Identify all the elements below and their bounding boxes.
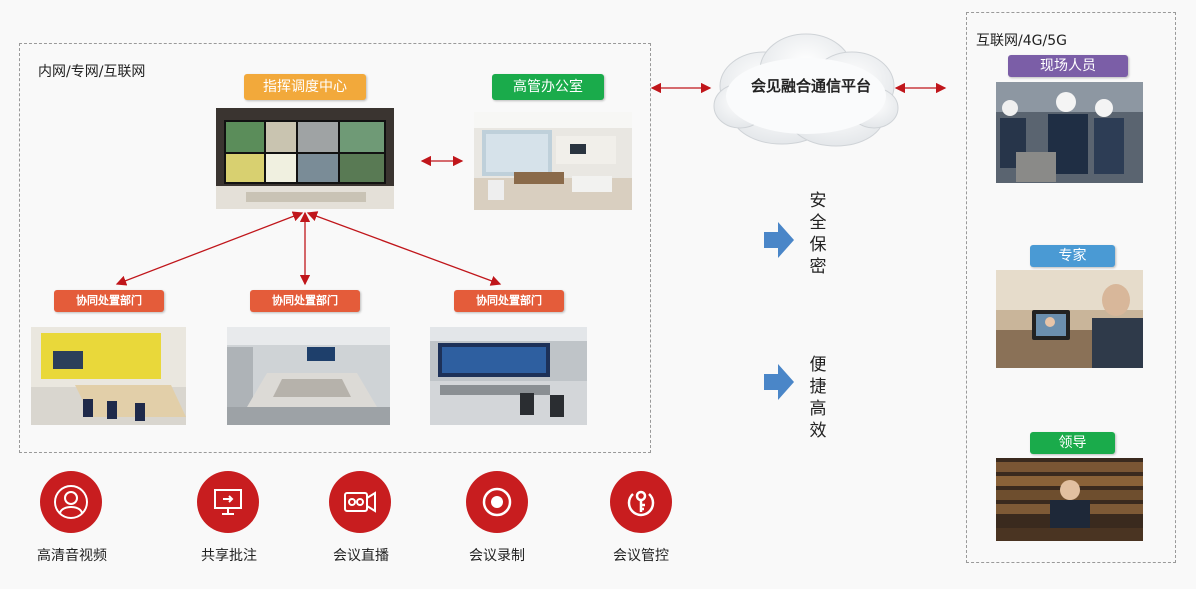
blue-arrow-icon [764,364,794,400]
benefit-security-text: 安全保密 [809,191,827,277]
department-tag-2: 协同处置部门 [250,290,360,312]
benefit-efficiency-text: 便捷高效 [809,355,827,441]
share-annotate-label: 共享批注 [201,548,257,564]
record-icon [482,487,512,517]
cloud-label: 会见融合通信平台 [750,77,871,95]
control-key-icon [627,490,655,517]
department-photo-3 [430,327,587,425]
department-photo-2 [227,327,390,425]
live-camera-icon [344,491,376,513]
hd-av-label: 高清音视频 [37,548,107,564]
exec-office-photo [474,112,632,210]
live-stream-feature [329,471,391,533]
arrow-command-to-dept-1 [115,211,304,286]
arrow-command-to-dept-3 [306,211,502,286]
leader-photo [996,458,1143,541]
share-annotate-feature [197,471,259,533]
person-icon [54,485,88,519]
exec-office-tag: 高管办公室 [492,74,604,100]
field-staff-tag: 现场人员 [1008,55,1128,77]
expert-tag: 专家 [1030,245,1115,267]
meeting-control-label: 会议管控 [613,548,669,564]
command-center-tag: 指挥调度中心 [244,74,366,100]
internal-network-label: 内网/专网/互联网 [38,64,146,80]
leader-tag: 领导 [1030,432,1115,454]
share-screen-icon [214,489,242,515]
command-center-photo [216,108,394,209]
internet-region [966,12,1176,563]
cloud-shape [713,33,899,147]
meeting-control-feature [610,471,672,533]
internal-network-region [19,43,651,453]
internet-label: 互联网/4G/5G [976,33,1067,49]
department-tag-1: 协同处置部门 [54,290,164,312]
department-photo-1 [31,327,186,425]
department-tag-3: 协同处置部门 [454,290,564,312]
blue-arrow-icon [764,222,794,258]
field-staff-photo [996,82,1143,183]
live-stream-label: 会议直播 [333,548,389,564]
recording-label: 会议录制 [469,548,525,564]
recording-feature [466,471,528,533]
hd-av-feature [40,471,102,533]
expert-photo [996,270,1143,368]
